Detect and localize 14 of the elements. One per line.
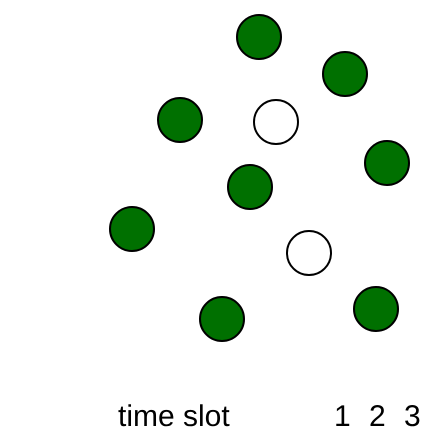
filled-circle	[199, 296, 245, 342]
slot-number: 3	[404, 400, 421, 434]
slot-number: 2	[369, 400, 386, 434]
filled-circle	[322, 51, 368, 97]
filled-circle	[157, 97, 203, 143]
filled-circle	[236, 14, 282, 60]
filled-circle	[109, 206, 155, 252]
filled-circle	[364, 140, 410, 186]
filled-circle	[227, 164, 273, 210]
time-slot-label: time slot	[118, 400, 230, 434]
hollow-circle	[253, 99, 299, 145]
slot-number: 1	[334, 400, 351, 434]
hollow-circle	[286, 230, 332, 276]
filled-circle	[353, 286, 399, 332]
